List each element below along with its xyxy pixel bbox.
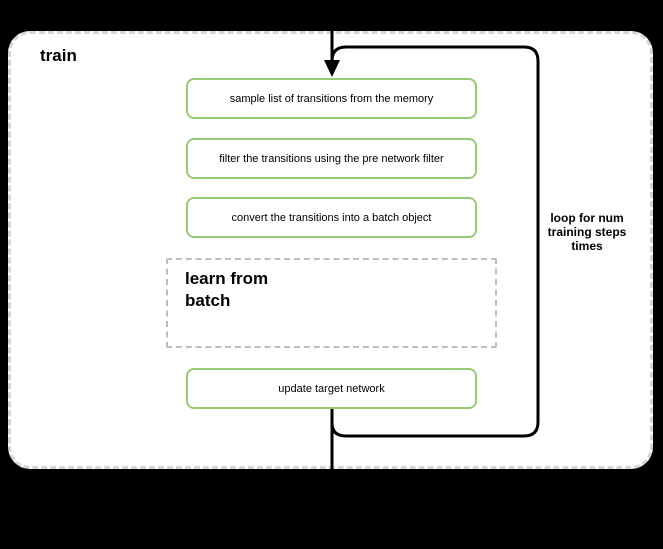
step-sample-transitions: sample list of transitions from the memo… xyxy=(186,78,477,119)
step-label: convert the transitions into a batch obj… xyxy=(231,211,432,224)
step-label: update target network xyxy=(278,382,385,395)
step-filter-transitions: filter the transitions using the pre net… xyxy=(186,138,477,179)
step-convert-to-batch: convert the transitions into a batch obj… xyxy=(186,197,477,238)
step-label: sample list of transitions from the memo… xyxy=(229,92,434,105)
subprocess-label: learn from batch xyxy=(185,269,269,310)
subprocess-learn-from-batch: learn from batch xyxy=(166,258,497,348)
train-container-title: train xyxy=(40,46,77,65)
step-update-target-network: update target network xyxy=(186,368,477,409)
loop-annotation: loop for num training steps times xyxy=(547,211,627,253)
step-label: filter the transitions using the pre net… xyxy=(219,152,444,165)
